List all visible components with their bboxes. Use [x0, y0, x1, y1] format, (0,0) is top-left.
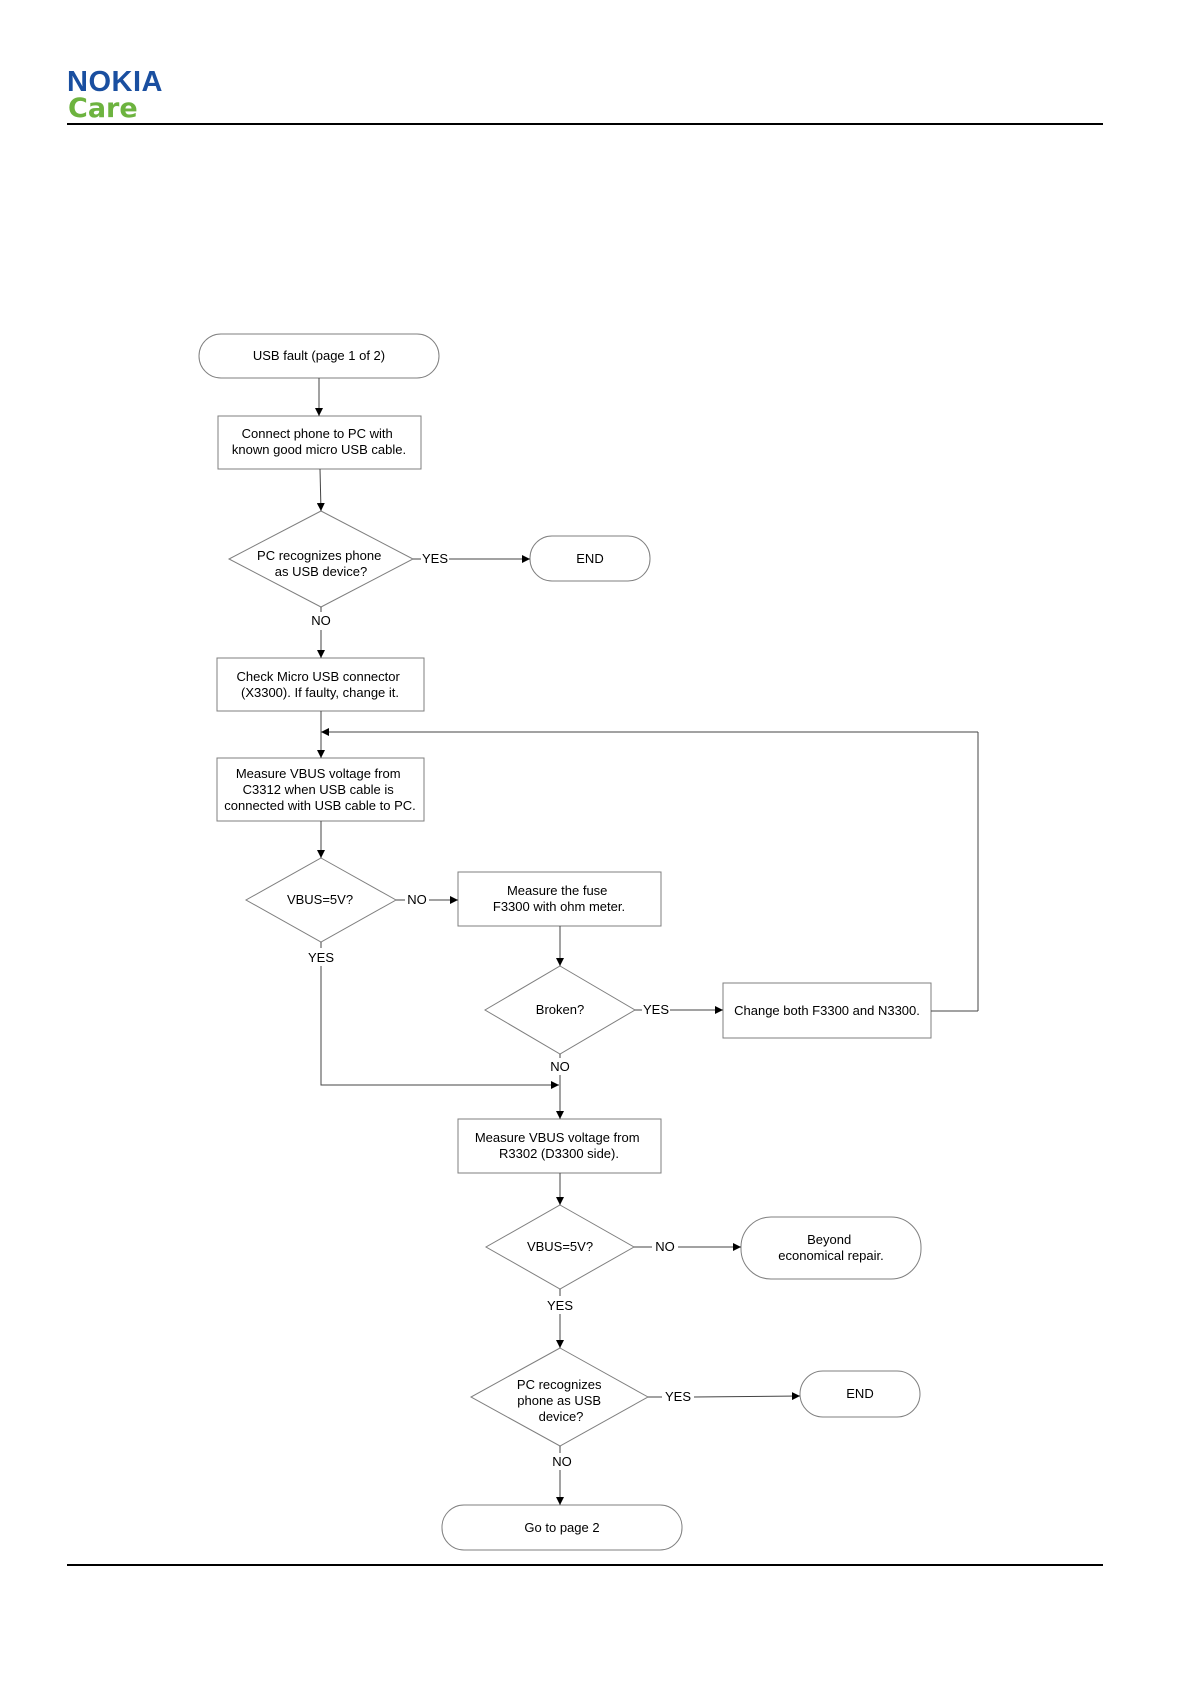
terminal-go-to-page-2: Go to page 2: [441, 1504, 683, 1551]
step-measure-c3312-line: Measure VBUS voltage from: [236, 766, 401, 781]
step-check-connector-box: Check Micro USB connector (X3300). If fa…: [216, 657, 425, 712]
go-to-page-2-label: Go to page 2: [524, 1520, 599, 1535]
step-measure-c3312-box: Measure VBUS voltage from C3312 when USB…: [216, 757, 425, 822]
end-terminal-2: END: [799, 1370, 921, 1418]
nokia-care-logo: NOKIA Care: [67, 68, 207, 128]
svg-text:Measure the fuse F3300 w: Measure the fuse F3300 with ohm meter.: [493, 883, 625, 914]
label-yes: YES: [665, 1389, 691, 1404]
decision-vbus-1: VBUS=5V?: [244, 857, 398, 943]
decision-vbus-1-label: VBUS=5V?: [287, 892, 353, 907]
step-measure-r3302-line: R3302 (D3300 side).: [499, 1146, 619, 1161]
header-divider: [67, 123, 1103, 125]
decision-recognize-1: PC recognizes phone as USB device?: [227, 510, 415, 608]
arrow-vbus-yes-b: [320, 966, 559, 1089]
decision-recognize-2: PC recognizes phone as USB device?: [469, 1347, 650, 1447]
label-no: NO: [550, 1059, 570, 1074]
svg-text:PC recognizes phone as U: PC recognizes phone as USB device?: [517, 1377, 605, 1424]
decision-broken: Broken?: [484, 965, 636, 1055]
step-measure-c3312-line: C3312 when USB cable is: [243, 782, 395, 797]
end-terminal-1: END: [529, 535, 651, 582]
terminal-beyond-repair: Beyond economical repair.: [740, 1216, 922, 1280]
decision-recognize-2-line: device?: [539, 1409, 584, 1424]
step-connect-line: Connect phone to PC with: [242, 426, 393, 441]
svg-text:Beyond economical repair: Beyond economical repair.: [778, 1232, 884, 1263]
logo-brand-text: NOKIA: [67, 66, 163, 98]
start-terminal: USB fault (page 1 of 2): [198, 333, 440, 379]
end-label-2: END: [846, 1386, 873, 1401]
label-no: NO: [407, 892, 427, 907]
step-measure-fuse-line: F3300 with ohm meter.: [493, 899, 625, 914]
decision-vbus-2-label: VBUS=5V?: [527, 1239, 593, 1254]
terminal-beyond-line: Beyond: [807, 1232, 851, 1247]
arrow-recognize-2-yes-b: [693, 1392, 801, 1401]
footer-divider: [67, 1564, 1103, 1566]
svg-text:Check Micro USB connector: Check Micro USB connector (X3300). If fa…: [237, 669, 404, 700]
step-change-box: Change both F3300 and N3300.: [722, 982, 932, 1039]
label-no: NO: [655, 1239, 675, 1254]
label-yes: YES: [547, 1298, 573, 1313]
step-check-connector-line: (X3300). If faulty, change it.: [241, 685, 399, 700]
step-change-label: Change both F3300 and N3300.: [734, 1003, 920, 1018]
label-no: NO: [311, 613, 331, 628]
label-yes: YES: [308, 950, 334, 965]
step-measure-r3302-box: Measure VBUS voltage from R3302 (D3300 s…: [457, 1118, 662, 1174]
terminal-beyond-line: economical repair.: [778, 1248, 884, 1263]
end-label-1: END: [576, 551, 603, 566]
label-no: NO: [552, 1454, 572, 1469]
step-measure-c3312-line: connected with USB cable to PC.: [224, 798, 416, 813]
start-label: USB fault (page 1 of 2): [253, 348, 385, 363]
svg-text:Measure VBUS voltage from: Measure VBUS voltage from R3302 (D3300 s…: [475, 1130, 643, 1161]
decision-recognize-1-line: PC recognizes phone: [257, 548, 381, 563]
arrow-connect-to-decision: [316, 468, 325, 512]
step-measure-r3302-line: Measure VBUS voltage from: [475, 1130, 640, 1145]
label-yes: YES: [422, 551, 448, 566]
svg-text:PC recognizes phone as U: PC recognizes phone as USB device?: [257, 548, 385, 579]
svg-text:Measure VBUS voltage from: Measure VBUS voltage from C3312 when USB…: [224, 766, 416, 813]
logo-care-text: Care: [68, 93, 138, 124]
step-connect-box: Connect phone to PC with known good micr…: [217, 415, 422, 470]
step-check-connector-line: Check Micro USB connector: [237, 669, 401, 684]
label-yes: YES: [643, 1002, 669, 1017]
decision-recognize-2-line: PC recognizes: [517, 1377, 602, 1392]
decision-recognize-2-line: phone as USB: [517, 1393, 601, 1408]
step-measure-fuse-box: Measure the fuse F3300 with ohm meter.: [457, 871, 662, 927]
decision-broken-label: Broken?: [536, 1002, 584, 1017]
step-connect-line: known good micro USB cable.: [232, 442, 406, 457]
step-measure-fuse-line: Measure the fuse: [507, 883, 607, 898]
decision-vbus-2: VBUS=5V?: [484, 1204, 636, 1290]
decision-recognize-1-line: as USB device?: [275, 564, 368, 579]
svg-text:Connect phone to PC with: Connect phone to PC with known good micr…: [232, 426, 406, 457]
